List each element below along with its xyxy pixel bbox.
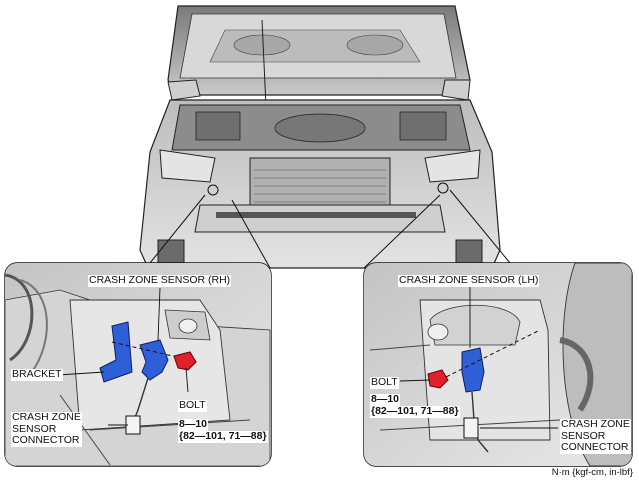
label-bolt-lh: BOLT [370, 376, 399, 389]
headlight-rh [159, 149, 216, 183]
label-connector-rh: CRASH ZONE SENSOR CONNECTOR [11, 411, 82, 447]
vehicle-front-view [139, 5, 501, 269]
torque-rh-nm: 8—10 [178, 418, 209, 431]
bolt-lh-part [427, 369, 449, 389]
label-bracket: BRACKET [11, 368, 63, 381]
unit-note: N·m {kgf-cm, in-lbf} [551, 467, 633, 478]
bolt-rh-part [173, 351, 197, 371]
label-connector-lh: CRASH ZONE SENSOR CONNECTOR [560, 418, 631, 454]
torque-lh-nm: 8—10 [370, 393, 401, 406]
label-crash-zone-sensor-lh: CRASH ZONE SENSOR (LH) [398, 274, 540, 287]
crash-zone-sensor-lh-part [461, 347, 485, 393]
bracket-part [99, 321, 133, 383]
torque-rh-alt: {82—101, 71—88} [178, 430, 268, 443]
callout-line-lh [363, 194, 441, 269]
label-bolt-rh: BOLT [178, 399, 207, 412]
label-crash-zone-sensor-rh: CRASH ZONE SENSOR (RH) [88, 274, 232, 287]
torque-lh-alt: {82—101, 71—88} [370, 405, 460, 418]
connector-lh-part [463, 417, 479, 439]
connector-rh-part [125, 415, 141, 435]
radiator [249, 157, 391, 209]
callout-line-rh [149, 194, 206, 264]
headlight-lh [424, 149, 481, 183]
